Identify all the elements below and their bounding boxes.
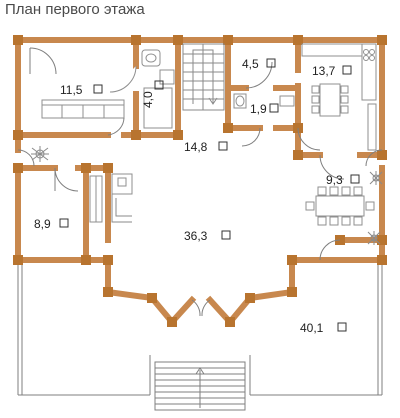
fireplace [111,173,133,223]
area-marker [266,58,276,68]
plant-icon [31,146,383,245]
room-label: 1,9 [250,102,267,116]
room-label: 13,7 [312,64,336,78]
staircase [182,43,225,111]
bedroom-door [29,47,125,136]
sofa [41,99,125,119]
room-label: 4,0 [141,91,155,108]
area-marker [221,230,231,240]
area-marker [350,174,360,184]
small-rooms-fixtures [233,61,321,151]
area-marker [59,218,69,228]
area-marker [93,84,103,94]
terrace-outline [17,260,383,396]
plan-title: План первого этажа [5,1,145,18]
room-label: 36,3 [184,229,208,243]
area-marker [154,80,164,90]
area-marker [269,103,279,113]
area-marker [218,141,228,151]
room-label: 9,3 [326,173,343,187]
kitchen-furniture [301,43,377,151]
room-labels: 11,5 4,0 4,5 13,7 1,9 14,8 9,3 8,9 36,3 … [34,57,360,335]
room-label: 40,1 [300,321,324,335]
room-label: 4,5 [242,57,259,71]
entrance-stairs [154,361,246,411]
room-label: 11,5 [60,83,83,97]
room-label: 8,9 [34,217,51,231]
area-marker [337,322,347,332]
bath-fixtures [109,49,175,129]
room-label: 14,8 [184,140,208,154]
area-marker [342,65,352,75]
dining-furniture [305,154,375,261]
wardrobe [89,175,103,223]
hall-doors [17,149,383,317]
